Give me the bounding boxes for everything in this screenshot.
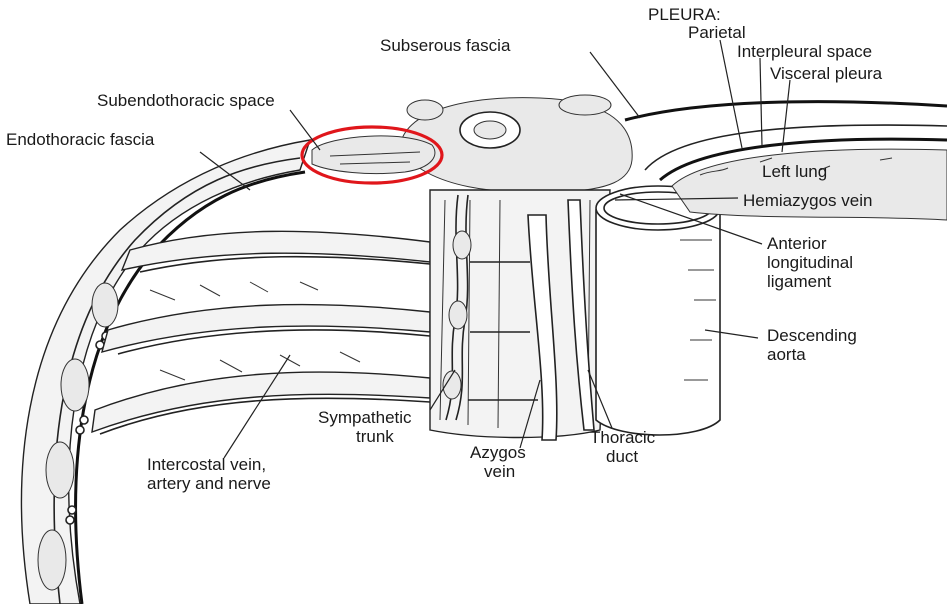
label-intercostal: Intercostal vein, artery and nerve xyxy=(147,455,271,493)
leader-visceral xyxy=(782,80,790,152)
label-pleura-heading: PLEURA: xyxy=(648,5,721,24)
intercostal-bundle xyxy=(38,530,66,590)
intercostal-vessel xyxy=(76,426,84,434)
label-line: longitudinal xyxy=(767,253,853,272)
sympathetic-ganglion xyxy=(449,301,467,329)
label-parietal: Parietal xyxy=(688,23,746,42)
label-line: ligament xyxy=(767,272,832,291)
label-line: Thoracic xyxy=(590,428,656,447)
sympathetic-ganglion xyxy=(453,231,471,259)
intercostal-vessel xyxy=(80,416,88,424)
label-line: Azygos xyxy=(470,443,526,462)
label-hemiazygos-vein: Hemiazygos vein xyxy=(743,191,872,210)
label-line: aorta xyxy=(767,345,806,364)
subendothoracic-region xyxy=(312,136,435,174)
label-interpleural-space: Interpleural space xyxy=(737,42,872,61)
label-line: trunk xyxy=(356,427,394,446)
label-line: Sympathetic xyxy=(318,408,412,427)
transverse-process xyxy=(407,100,443,120)
descending-aorta-shape xyxy=(596,210,720,435)
label-line: Descending xyxy=(767,326,857,345)
label-endothoracic-fascia: Endothoracic fascia xyxy=(6,130,155,149)
intercostal-vessel xyxy=(68,506,76,514)
label-azygos-vein: Azygos vein xyxy=(470,443,530,481)
transverse-process xyxy=(559,95,611,115)
label-subserous-fascia: Subserous fascia xyxy=(380,36,511,55)
label-line: artery and nerve xyxy=(147,474,271,493)
label-line: vein xyxy=(484,462,515,481)
label-thoracic-duct: Thoracic duct xyxy=(590,428,660,466)
label-line: Intercostal vein, xyxy=(147,455,266,474)
leader-intercostal xyxy=(224,355,290,458)
spinal-cord-core xyxy=(474,121,506,139)
label-sympathetic-trunk: Sympathetic trunk xyxy=(318,408,416,446)
intercostal-bundle xyxy=(61,359,89,411)
label-descending-aorta: Descending aorta xyxy=(767,326,862,364)
intercostal-bundle xyxy=(46,442,74,498)
label-subendothoracic-space: Subendothoracic space xyxy=(97,91,275,110)
intercostal-vessel xyxy=(66,516,74,524)
label-line: duct xyxy=(606,447,638,466)
label-line: Anterior xyxy=(767,234,827,253)
rib xyxy=(102,305,430,352)
subendothoracic-tissue xyxy=(312,136,435,174)
label-visceral-pleura: Visceral pleura xyxy=(770,64,883,83)
label-anterior-longitudinal-ligament: Anterior longitudinal ligament xyxy=(767,234,858,291)
label-left-lung: Left lung xyxy=(762,162,827,181)
intercostal-bundle xyxy=(92,283,118,327)
